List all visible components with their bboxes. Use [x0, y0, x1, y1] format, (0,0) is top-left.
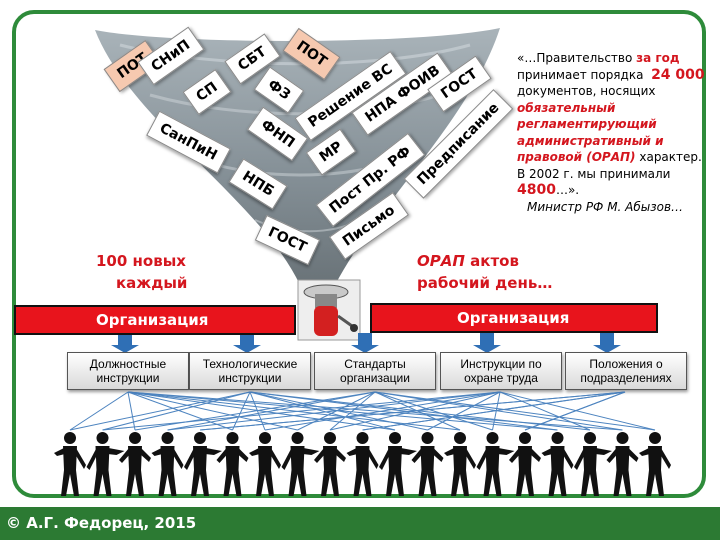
connection-line: [102, 391, 251, 431]
worker-figure: [281, 432, 320, 496]
connection-line: [127, 391, 298, 431]
org-bar-right: Организация: [370, 303, 658, 333]
worker-figure: [314, 432, 346, 496]
connection-line: [374, 391, 656, 431]
connection-line: [167, 391, 376, 431]
worker-figure: [346, 432, 379, 496]
worker-figure: [86, 432, 125, 496]
worker-figure: [249, 432, 281, 496]
worker-figure: [639, 432, 671, 496]
right-caption: ОРАП актов рабочий день…: [417, 252, 553, 292]
doc-safety-instructions: Инструкции по охране труда: [440, 352, 562, 390]
connection-line: [127, 391, 461, 431]
connection-line: [499, 391, 591, 431]
worker-figure: [184, 432, 222, 496]
worker-figure: [574, 432, 612, 496]
connection-line: [264, 391, 501, 431]
footer-bar: © А.Г. Федорец, 2015: [0, 507, 720, 540]
connection-line: [249, 391, 558, 431]
worker-figure: [151, 432, 184, 496]
worker-figure: [541, 432, 574, 496]
connection-line: [427, 391, 501, 431]
connection-line: [329, 391, 501, 431]
copyright-text: © А.Г. Федорец, 2015: [6, 514, 197, 532]
worker-figure: [411, 432, 444, 496]
connection-line: [499, 391, 656, 431]
connection-line: [69, 391, 129, 431]
worker-figure: [119, 432, 151, 496]
connection-line: [127, 391, 623, 431]
connection-line: [127, 391, 558, 431]
connection-line: [167, 391, 501, 431]
worker-figure: [606, 432, 639, 496]
connection-line: [127, 391, 136, 431]
org-bar-left: Организация: [14, 305, 296, 335]
left-caption: 100 новых каждый: [96, 252, 188, 292]
connection-line: [374, 391, 493, 431]
doc-organization-standards: Стандарты организации: [314, 352, 436, 390]
connection-line: [232, 391, 251, 431]
connection-line: [127, 391, 396, 431]
worker-figure: [509, 432, 541, 496]
worker-figure: [379, 432, 417, 496]
connection-line: [102, 391, 501, 431]
connection-line: [249, 391, 266, 431]
connection-line: [249, 391, 396, 431]
doc-department-regulations: Положения о подразделениях: [565, 352, 687, 390]
connection-line: [127, 391, 233, 431]
doc-job-descriptions: Должностные инструкции: [67, 352, 189, 390]
minister-quote: «…Правительство за год принимает порядка…: [517, 51, 705, 214]
doc-technological-instructions: Технологические инструкции: [189, 352, 311, 390]
worker-figure: [444, 432, 476, 496]
connection-line: [374, 391, 623, 431]
worker-figure: [476, 432, 515, 496]
connection-line: [297, 391, 376, 431]
worker-figure: [216, 432, 249, 496]
connection-line: [249, 391, 591, 431]
connection-line: [69, 391, 251, 431]
connection-line: [329, 391, 376, 431]
worker-figure: [54, 432, 86, 496]
connection-line: [134, 391, 376, 431]
